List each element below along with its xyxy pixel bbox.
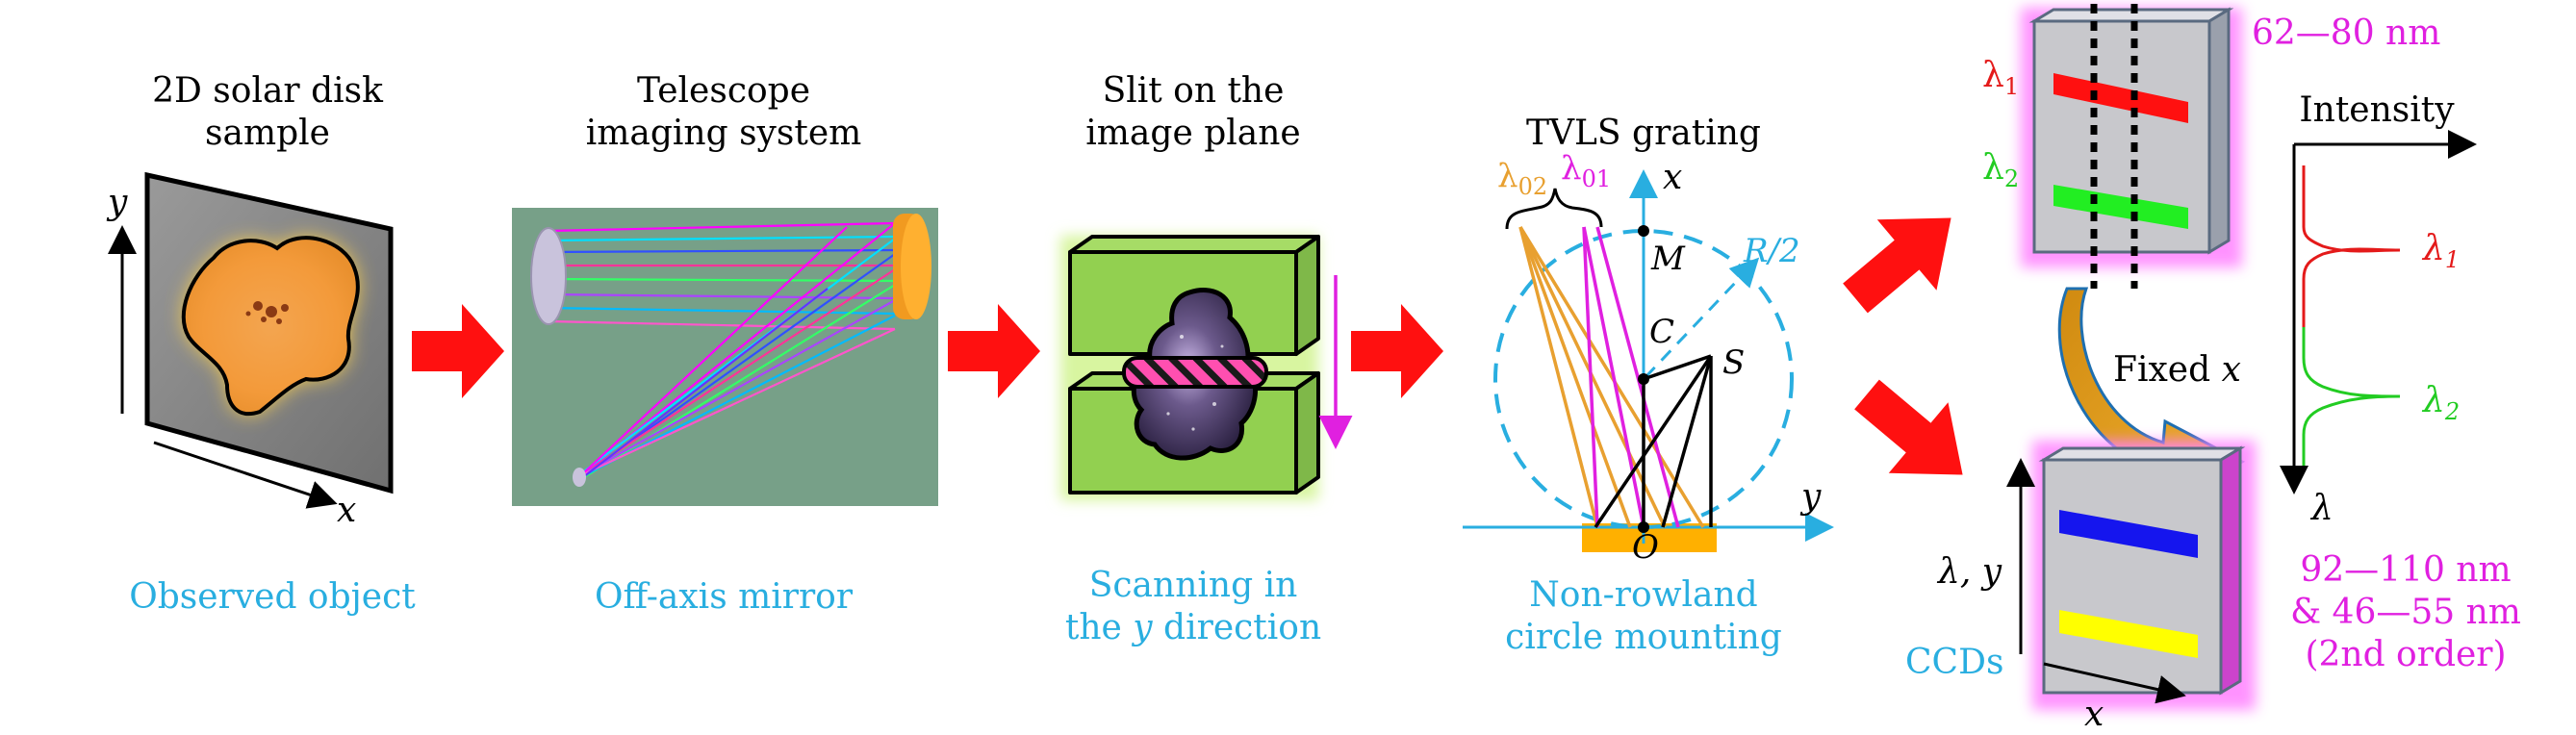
spectrum-lambda-label: λ (2309, 489, 2334, 528)
grating-caption-line2: circle mounting (1505, 618, 1782, 657)
spectrum-peak1-label: λ1 (2421, 229, 2460, 273)
lambda02-rays (1518, 226, 1705, 528)
slit-caption-line2: the y direction (1065, 608, 1321, 647)
bottom-range-line3: (2nd order) (2305, 635, 2506, 674)
ccd-top (2021, 4, 2242, 289)
lambda1-line-top (2053, 73, 2188, 123)
radius-label: R/2 (1743, 232, 1800, 270)
focal-point (573, 468, 586, 487)
grating-y-label: y (1799, 477, 1822, 517)
slit-title-line1: Slit on the (1103, 71, 1285, 111)
ccd-x-axis (2043, 662, 2186, 704)
telescope-background (512, 208, 938, 506)
telescope-title-line2: imaging system (586, 114, 862, 153)
nebula-stars (1166, 335, 1224, 431)
spectrum-peak1-curve (2302, 165, 2401, 327)
fixed-x-label: Fixed x (2113, 350, 2241, 390)
ccds-label: CCDs (1905, 643, 2003, 682)
point-C-label: C (1649, 313, 1674, 351)
grating-title: TVLS grating (1526, 114, 1761, 153)
panel-spectrum: Intensity λ1 λ2 λ (2280, 90, 2477, 528)
grating-x-label: x (1663, 158, 1682, 197)
point-M-label: M (1650, 240, 1686, 278)
point-C-dot (1638, 373, 1649, 385)
grating-caption-line1: Non-rowland (1529, 575, 1757, 615)
lambda2-line-top (2053, 185, 2188, 229)
solar-disk-image (181, 236, 360, 416)
bottom-range-line1: 92—110 nm (2300, 550, 2511, 590)
flow-arrow-1 (412, 304, 504, 398)
solar-x-axis (153, 441, 338, 509)
ccd-axis-label: λ, y (1936, 552, 2002, 592)
bottom-range-line2: & 46—55 nm (2290, 593, 2521, 632)
radius-indicator (1644, 257, 1760, 379)
entrance-aperture (530, 227, 567, 325)
flow-arrow-down-right (1854, 379, 1963, 475)
panel-telescope: Telescope imaging system (512, 71, 938, 617)
lambda01-rays (1582, 226, 1680, 528)
lambda01-label: λ01 (1561, 149, 1611, 192)
sunspot-group (245, 301, 289, 324)
flow-arrow-2 (948, 304, 1040, 398)
ccd-bottom-face (2042, 458, 2223, 695)
top-range-label: 62—80 nm (2252, 13, 2440, 53)
spectrum-peak2-curve (2302, 327, 2401, 466)
blue-line-bottom (2059, 510, 2198, 558)
yellow-line-bottom (2059, 610, 2198, 658)
top-lambda1-label: λ1 (1982, 56, 2019, 100)
slit-opening (1122, 356, 1268, 389)
telescope-title-line1: Telescope (637, 71, 810, 111)
solar-x-label: x (337, 491, 356, 530)
solar-title-line1: 2D solar disk (152, 71, 384, 111)
point-M-dot (1638, 225, 1649, 237)
panel-solar: 2D solar disk sample y x Observed object (106, 71, 416, 617)
lambda02-label: λ02 (1497, 157, 1547, 200)
solar-caption: Observed object (129, 577, 416, 617)
source-rays (1594, 354, 1713, 528)
slit-caption-line1: Scanning in (1089, 566, 1298, 605)
panel-detectors: 62—80 nm λ1 λ2 Fixed x λ, y x CCDs 92—11… (1905, 4, 2521, 734)
ccd-x-label: x (2084, 695, 2104, 734)
top-lambda2-label: λ2 (1982, 148, 2019, 192)
telescope-caption: Off-axis mirror (595, 577, 854, 617)
ccd-bottom (2032, 441, 2256, 710)
panel-grating: TVLS grating x y R/2 (1463, 114, 1834, 657)
flow-arrow-up-right (1843, 217, 1951, 314)
lambda-brace (1505, 188, 1603, 230)
off-axis-mirror-image (530, 214, 931, 487)
point-O-label: O (1632, 528, 1659, 567)
spectrum-peak2-label: λ2 (2421, 381, 2460, 425)
solar-title-line2: sample (205, 114, 330, 153)
spectrum-plot: λ1 λ2 λ (2280, 130, 2477, 528)
slit-title-line2: image plane (1085, 114, 1300, 153)
primary-mirror-face (901, 214, 931, 319)
solar-y-label: y (106, 183, 128, 222)
point-O-dot (1638, 521, 1649, 533)
point-S-label: S (1722, 343, 1745, 382)
panel-slit: Slit on the image plane Scanning in the … (1060, 71, 1353, 647)
tvls-grating-diagram: x y R/2 (1463, 149, 1834, 567)
flow-arrow-3 (1351, 304, 1443, 398)
intensity-label: Intensity (2299, 90, 2455, 130)
